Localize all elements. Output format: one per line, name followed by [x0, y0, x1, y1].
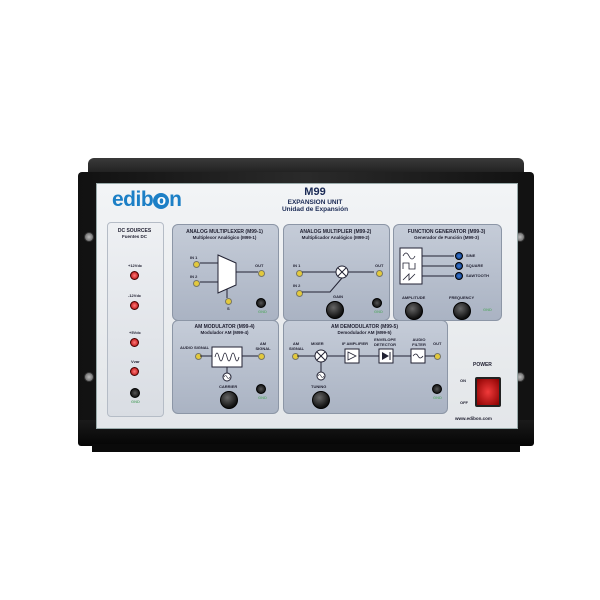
jack-gnd[interactable]	[130, 388, 140, 398]
dc-label: +12Vdc	[128, 263, 143, 268]
function-generator-diagram	[399, 247, 454, 285]
tuning-label: TUNING	[311, 384, 327, 389]
ammod-subtitle: Modulador AM (M99-4)	[200, 330, 249, 335]
mult-in2-label: IN 2	[293, 283, 301, 288]
amdemod-subtitle: Demodulador AM (M99-5)	[337, 330, 392, 335]
dc-label: +5Vdc	[129, 330, 141, 335]
sine-label: SINE	[466, 253, 476, 258]
mult-out-label: OUT	[375, 263, 384, 268]
mux-s-jack[interactable]	[225, 298, 232, 305]
am-modulator-diagram	[200, 346, 258, 382]
carrier-knob[interactable]	[220, 391, 238, 409]
amdemod-header: AM DEMODULATOR (M99-5) Demodulador AM (M…	[283, 324, 446, 335]
mult-in1-jack[interactable]	[296, 270, 303, 277]
gnd-label: GND	[433, 395, 442, 400]
ammod-header: AM MODULATOR (M99-4) Modulador AM (M99-4…	[172, 324, 277, 335]
mux-s-label: S	[227, 306, 230, 311]
header: M99 EXPANSION UNIT Unidad de Expansión	[250, 186, 380, 213]
ammod-gnd-jack[interactable]	[256, 384, 266, 394]
amdemod-gnd-jack[interactable]	[432, 384, 442, 394]
dc-label: Vvar	[131, 359, 140, 364]
website-url: www.edibon.com	[455, 416, 492, 421]
mult-subtitle: Multiplicador Analógico (M99-2)	[301, 235, 370, 240]
if-amplifier-label: IF AMPLIFIER	[342, 341, 369, 346]
gnd-label: GND	[258, 395, 267, 400]
mux-subtitle: Multiplexor Analógico (M99-1)	[192, 235, 257, 240]
multiplier-diagram	[302, 265, 374, 293]
dc-label: -12Vdc	[128, 293, 142, 298]
mux-gnd-jack[interactable]	[256, 298, 266, 308]
mux-in2-label: IN 2	[190, 274, 198, 279]
amdemod-title: AM DEMODULATOR (M99-5)	[330, 324, 399, 330]
dc-sources-header: DC SOURCES Fuentes DC	[107, 228, 162, 239]
dc-sources-panel	[107, 222, 164, 417]
am-signal-label: AM SIGNAL	[255, 341, 271, 351]
module-am-demodulator	[283, 320, 448, 414]
power-on-label: ON	[460, 378, 466, 383]
mux-out-jack[interactable]	[258, 270, 265, 277]
screw-icon	[84, 232, 94, 242]
title-es: Unidad de Expansión	[281, 206, 349, 213]
square-output-jack[interactable]	[455, 262, 463, 270]
cabinet-feet	[92, 444, 520, 452]
mult-out-jack[interactable]	[376, 270, 383, 277]
fg-header: FUNCTION GENERATOR (M99-3) Generador de …	[393, 229, 500, 240]
sawtooth-label: SAWTOOTH	[466, 273, 490, 278]
mult-gnd-jack[interactable]	[372, 298, 382, 308]
mult-header: ANALOG MULTIPLIER (M99-2) Multiplicador …	[283, 229, 388, 240]
frequency-label: FREQUENCY	[449, 295, 475, 300]
mux-in1-jack[interactable]	[193, 261, 200, 268]
demod-out-label: OUT	[433, 341, 442, 346]
ammod-title: AM MODULATOR (M99-4)	[194, 324, 255, 330]
mux-diagram	[200, 254, 258, 298]
power-off-label: OFF	[460, 400, 468, 405]
am-output-jack[interactable]	[258, 353, 265, 360]
am-demodulator-diagram	[297, 348, 435, 381]
power-switch[interactable]	[475, 377, 501, 407]
gain-label: GAIN	[333, 294, 343, 299]
jack-minus12v[interactable]	[130, 301, 139, 310]
mux-header: ANALOG MULTIPLEXER (M99-1) Multiplexor A…	[172, 229, 277, 240]
title-en: EXPANSION UNIT	[287, 199, 343, 206]
gnd-label: GND	[374, 309, 383, 314]
fg-subtitle: Generador de Función (M99-3)	[413, 235, 479, 240]
dc-sources-title: DC SOURCES	[117, 228, 152, 234]
carrier-label: CARRIER	[219, 384, 238, 389]
mux-in2-jack[interactable]	[193, 280, 200, 287]
tuning-knob[interactable]	[312, 391, 330, 409]
model-name: M99	[304, 186, 326, 198]
jack-vvar[interactable]	[130, 367, 139, 376]
jack-5v[interactable]	[130, 338, 139, 347]
mult-in1-label: IN 1	[293, 263, 301, 268]
audio-signal-label: AUDIO SIGNAL	[180, 345, 210, 350]
mult-in2-jack[interactable]	[296, 290, 303, 297]
power-label: POWER	[473, 362, 492, 368]
audio-filter-label: AUDIO FILTER	[412, 337, 426, 347]
fg-title: FUNCTION GENERATOR (M99-3)	[407, 229, 486, 235]
sine-output-jack[interactable]	[455, 252, 463, 260]
mux-in1-label: IN 1	[190, 255, 198, 260]
mult-title: ANALOG MULTIPLIER (M99-2)	[299, 229, 372, 235]
envelope-detector-label: ENVELOPE DETECTOR	[374, 337, 396, 347]
mixer-label: MIXER	[311, 341, 324, 346]
amplitude-label: AMPLITUDE	[402, 295, 426, 300]
gain-knob[interactable]	[326, 301, 344, 319]
demod-am-signal-label: AM SIGNAL	[289, 341, 305, 351]
screw-icon	[84, 372, 94, 382]
frequency-knob[interactable]	[453, 302, 471, 320]
gnd-label: GND	[131, 399, 140, 404]
mux-title: ANALOG MULTIPLEXER (M99-1)	[186, 229, 263, 235]
gnd-label: GND	[483, 307, 492, 312]
jack-12v[interactable]	[130, 271, 139, 280]
square-label: SQUARE	[466, 263, 484, 268]
amplitude-knob[interactable]	[405, 302, 423, 320]
gnd-label: GND	[258, 309, 267, 314]
sawtooth-output-jack[interactable]	[455, 272, 463, 280]
mux-out-label: OUT	[255, 263, 264, 268]
dc-sources-subtitle: Fuentes DC	[121, 234, 147, 239]
